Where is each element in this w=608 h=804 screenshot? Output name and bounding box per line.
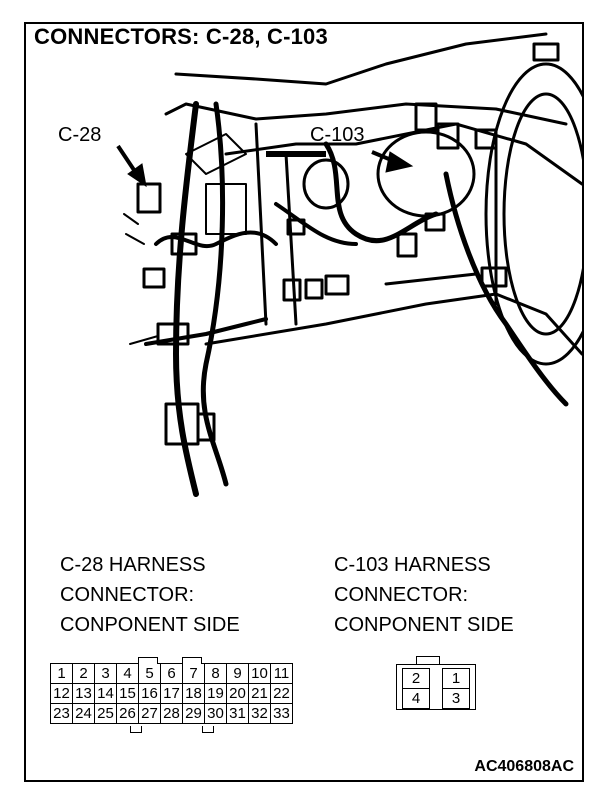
pin-cell: 31 xyxy=(226,703,249,724)
c28-top-key xyxy=(138,657,158,664)
pin-cell: 7 xyxy=(182,663,205,684)
pin-gap xyxy=(430,669,443,689)
figure-frame xyxy=(24,22,584,782)
c103-heading-line: CONNECTOR: xyxy=(334,584,469,606)
pin-cell: 2 xyxy=(72,663,95,684)
pin-row: 4 3 xyxy=(402,688,470,709)
page-title: CONNECTORS: C-28, C-103 xyxy=(34,24,328,49)
c103-housing xyxy=(396,664,476,710)
pin-cell: 18 xyxy=(182,683,205,704)
c103-pin-grid: 2 1 4 3 xyxy=(402,668,470,709)
c103-top-key xyxy=(416,656,440,665)
pin-cell: 30 xyxy=(204,703,227,724)
c28-bottom-key xyxy=(130,726,142,733)
pin-cell: 3 xyxy=(94,663,117,684)
pin-cell: 3 xyxy=(442,688,470,709)
pin-cell: 6 xyxy=(160,663,183,684)
pin-row: 12 13 14 15 16 17 18 19 20 21 22 xyxy=(50,683,293,704)
pin-cell: 22 xyxy=(270,683,293,704)
pin-cell: 33 xyxy=(270,703,293,724)
pin-cell: 26 xyxy=(116,703,139,724)
pin-row: 1 2 3 4 5 6 7 8 9 10 11 xyxy=(50,663,293,684)
c28-heading-line: CONPONENT SIDE xyxy=(60,614,240,636)
figure-code: AC406808AC xyxy=(474,758,574,775)
pin-cell: 28 xyxy=(160,703,183,724)
pin-cell: 24 xyxy=(72,703,95,724)
pin-cell: 29 xyxy=(182,703,205,724)
pin-cell: 19 xyxy=(204,683,227,704)
callout-c28: C-28 xyxy=(58,124,102,146)
pin-cell: 16 xyxy=(138,683,161,704)
c28-pin-grid: 1 2 3 4 5 6 7 8 9 10 11 12 13 14 15 16 1… xyxy=(50,663,293,724)
pin-cell: 10 xyxy=(248,663,271,684)
pin-row: 23 24 25 26 27 28 29 30 31 32 33 xyxy=(50,703,293,724)
pin-cell: 9 xyxy=(226,663,249,684)
pin-cell: 11 xyxy=(270,663,293,684)
c28-heading: C-28 HARNESS CONNECTOR: CONPONENT SIDE xyxy=(60,550,240,640)
callout-c103: C-103 xyxy=(310,124,365,146)
c28-heading-line: CONNECTOR: xyxy=(60,584,195,606)
c103-heading-line: CONPONENT SIDE xyxy=(334,614,514,636)
pin-cell: 8 xyxy=(204,663,227,684)
pin-cell: 4 xyxy=(116,663,139,684)
c28-top-key xyxy=(182,657,202,664)
pin-cell: 14 xyxy=(94,683,117,704)
c103-heading-line: C-103 HARNESS xyxy=(334,554,491,576)
pin-cell: 1 xyxy=(442,668,470,689)
c28-heading-line: C-28 HARNESS xyxy=(60,554,206,576)
pin-row: 2 1 xyxy=(402,668,470,689)
pin-cell: 1 xyxy=(50,663,73,684)
pin-cell: 27 xyxy=(138,703,161,724)
pin-cell: 23 xyxy=(50,703,73,724)
pin-cell: 2 xyxy=(402,668,430,689)
c28-bottom-key xyxy=(202,726,214,733)
pin-cell: 17 xyxy=(160,683,183,704)
pin-cell: 12 xyxy=(50,683,73,704)
pin-cell: 25 xyxy=(94,703,117,724)
dashboard-harness-illustration xyxy=(116,32,582,497)
pin-cell: 21 xyxy=(248,683,271,704)
pin-cell: 20 xyxy=(226,683,249,704)
pin-cell: 32 xyxy=(248,703,271,724)
pin-cell: 15 xyxy=(116,683,139,704)
pin-cell: 5 xyxy=(138,663,161,684)
pin-cell: 4 xyxy=(402,688,430,709)
pin-cell: 13 xyxy=(72,683,95,704)
pin-gap xyxy=(430,689,443,709)
c103-heading: C-103 HARNESS CONNECTOR: CONPONENT SIDE xyxy=(334,550,514,640)
